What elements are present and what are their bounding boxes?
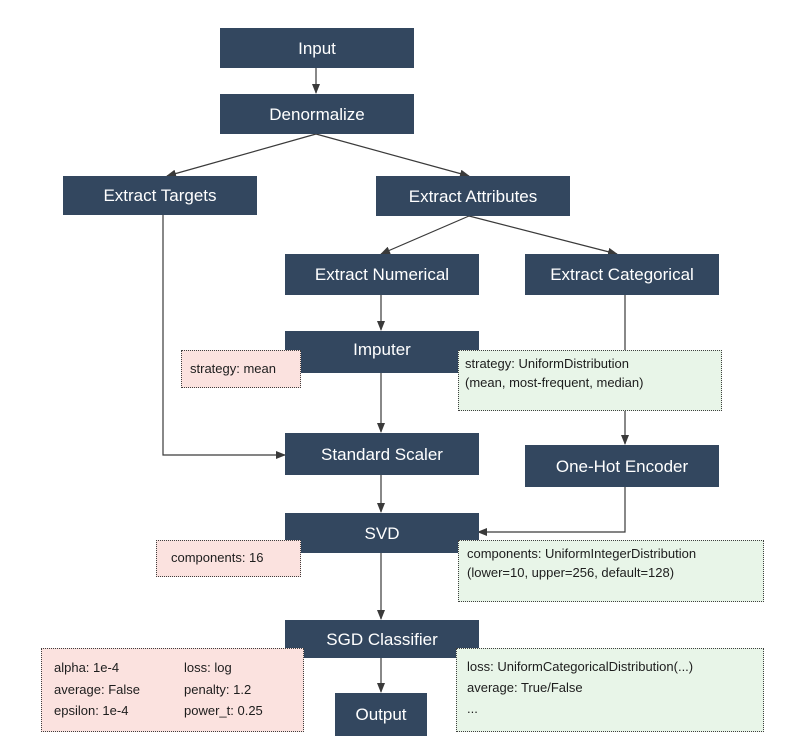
note-svd-fixed: components: 16 [156,540,301,577]
note-sgd-loss: loss: log [184,659,232,675]
note-sgd-search-line3: ... [467,700,478,716]
node-input: Input [220,28,414,68]
node-extract-targets: Extract Targets [63,176,257,215]
note-sgd-search: loss: UniformCategoricalDistribution(...… [456,648,764,732]
note-sgd-search-line1: loss: UniformCategoricalDistribution(...… [467,659,694,674]
node-sgd-classifier: SGD Classifier [285,620,479,658]
note-svd-fixed-text: components: 16 [171,550,264,566]
note-sgd-power-t: power_t: 0.25 [184,703,263,719]
note-imputer-search-line1: strategy: UniformDistribution [465,356,629,371]
note-sgd-search-line2: average: True/False [467,679,583,695]
node-svd: SVD [285,513,479,553]
node-standard-scaler: Standard Scaler [285,433,479,475]
node-extract-attributes: Extract Attributes [376,176,570,216]
node-imputer: Imputer [285,331,479,373]
node-output: Output [335,693,427,736]
arrow-targets-to-scaler [162,215,286,459]
arrow-encoder-to-svd [477,487,626,536]
note-sgd-penalty: penalty: 1.2 [184,681,252,697]
note-imputer-fixed: strategy: mean [181,350,301,388]
note-svd-search: components: UniformIntegerDistribution (… [458,540,764,602]
note-imputer-fixed-text: strategy: mean [190,360,276,376]
note-sgd-alpha: alpha: 1e-4 [54,659,120,675]
note-imputer-search-line2: (mean, most-frequent, median) [465,374,644,390]
arrow-denormalize-to-extract-attributes [315,133,470,178]
note-svd-search-line1: components: UniformIntegerDistribution [467,546,697,561]
node-extract-categorical: Extract Categorical [525,254,719,295]
note-sgd-epsilon: epsilon: 1e-4 [54,703,129,719]
note-sgd-average: average: False [54,681,140,697]
node-one-hot-encoder: One-Hot Encoder [525,445,719,487]
arrow-attributes-to-categorical [468,215,618,256]
node-extract-numerical: Extract Numerical [285,254,479,295]
note-imputer-search: strategy: UniformDistribution (mean, mos… [458,350,722,411]
arrow-denormalize-to-extract-targets [166,133,317,178]
arrow-attributes-to-numerical [380,215,470,255]
note-svd-search-line2: (lower=10, upper=256, default=128) [467,564,675,580]
node-denormalize: Denormalize [220,94,414,134]
note-sgd-fixed: alpha: 1e-4 loss: log average: False pen… [41,648,304,732]
